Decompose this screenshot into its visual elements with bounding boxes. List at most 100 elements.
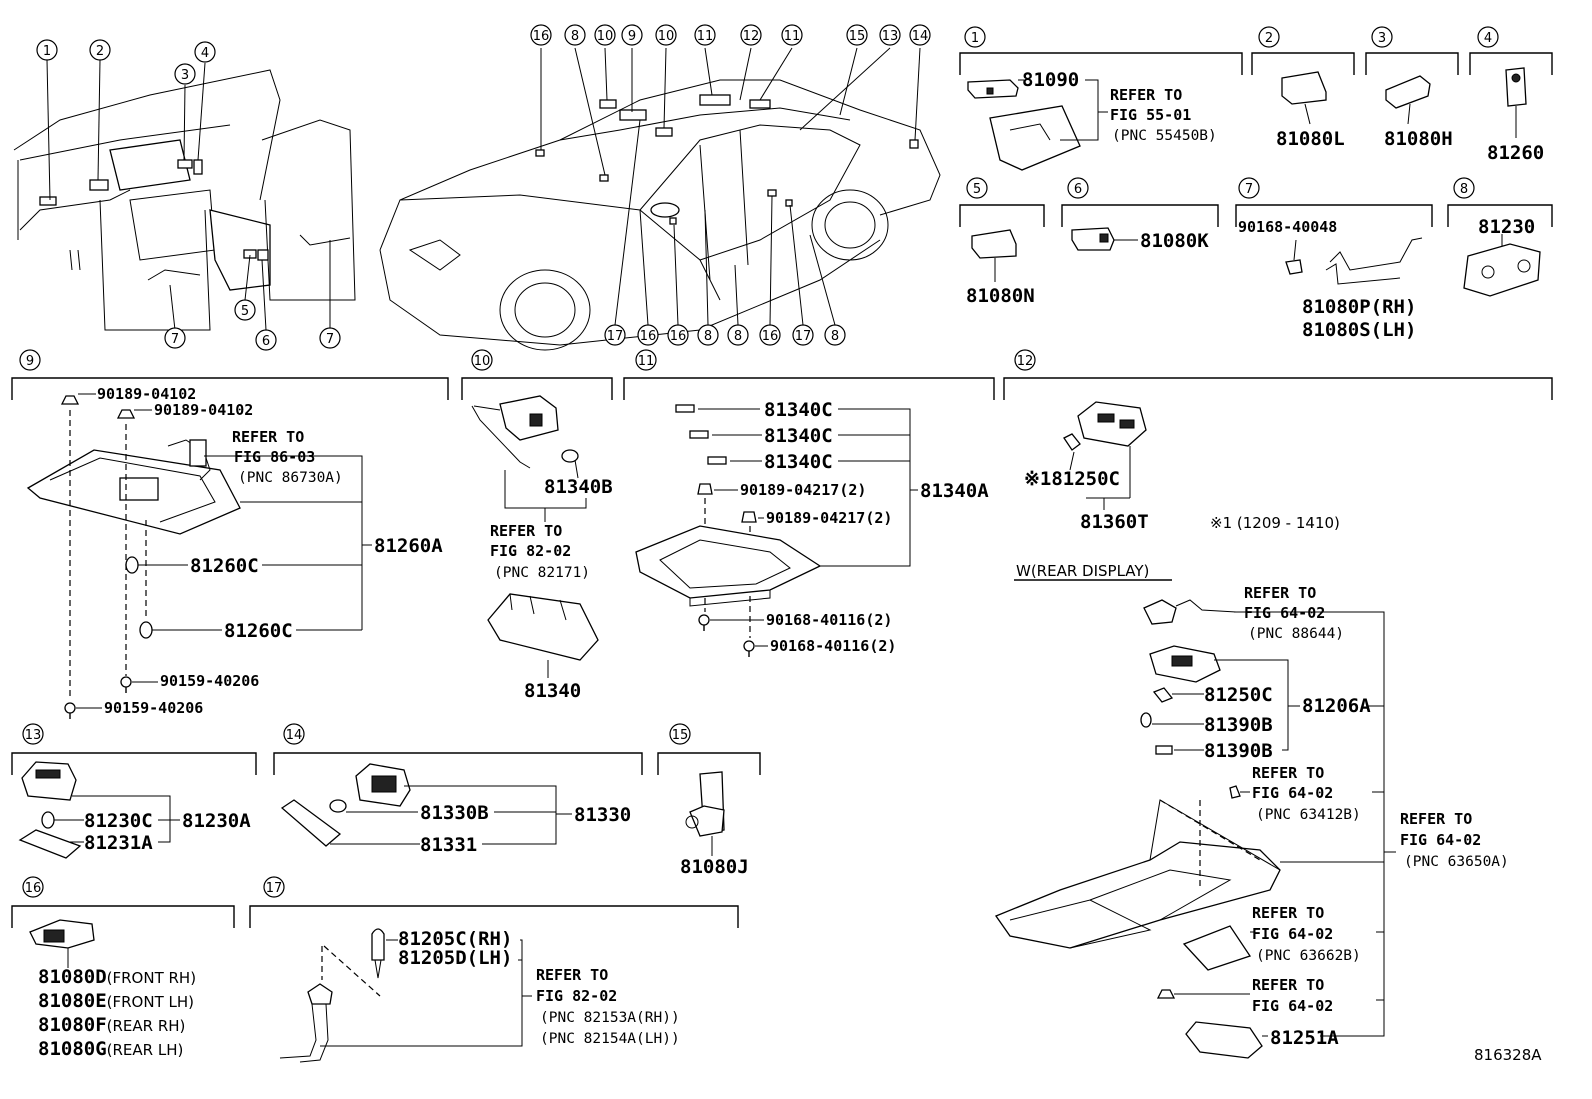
part-81090[interactable]: 81090 [1022,69,1079,91]
bulb-81250C-rear[interactable]: 81250C [1204,684,1273,706]
svg-text:16: 16 [640,329,657,344]
car-bottom-callouts: 17 16 16 8 8 16 17 8 [604,324,846,346]
bulb-81340C[interactable]: 81340C [764,425,833,447]
section-17-number: 17 [266,881,283,896]
refer-line: (PNC 82171) [494,565,590,581]
section-1 [967,79,1108,171]
bulb-81340C[interactable]: 81340C [764,451,833,473]
lens-81331[interactable]: 81331 [420,834,477,856]
part-81080P[interactable]: 81080P(RH) [1302,296,1416,318]
interior-callouts: 1 2 3 4 5 6 7 7 [36,39,341,351]
refer-line: (PNC 63412B) [1256,807,1361,823]
svg-text:13: 13 [882,29,899,44]
part-81080F[interactable]: 81080F(REAR RH) [38,1014,185,1036]
refer-line: (PNC 55450B) [1112,128,1217,144]
part-81206A[interactable]: 81206A [1302,695,1371,717]
svg-text:8: 8 [831,329,839,344]
svg-text:17: 17 [795,329,812,344]
bulb-81205D[interactable]: 81205D(LH) [398,947,512,969]
svg-text:10: 10 [597,29,614,44]
callout-3: 3 [181,68,189,83]
bulb-81260C[interactable]: 81260C [224,620,293,642]
screw-90159-40206[interactable]: 90159-40206 [160,672,259,690]
callout-7b: 7 [326,332,334,347]
section-10-number: 10 [474,354,491,369]
section-8-number: 8 [1460,182,1468,197]
bulb-81250C[interactable]: ※181250C [1024,468,1120,490]
part-81330[interactable]: 81330 [574,804,631,826]
refer-line: (PNC 82153A(RH)) [540,1010,680,1026]
refer-line: FIG 64-02 [1252,925,1333,943]
part-81080D[interactable]: 81080D(FRONT RH) [38,966,196,988]
part-81360T[interactable]: 81360T [1080,511,1149,533]
bulb-81340C[interactable]: 81340C [764,399,833,421]
clip-90189-04102[interactable]: 90189-04102 [97,385,196,403]
section-7-number: 7 [1245,182,1253,197]
section-10 [471,395,599,678]
clip-90189-04102[interactable]: 90189-04102 [154,401,253,419]
callout-7a: 7 [171,332,179,347]
section-14-number: 14 [286,728,303,743]
clip-90189-04217[interactable]: 90189-04217(2) [766,509,892,527]
section-9 [26,393,372,719]
part-81080J[interactable]: 81080J [680,856,749,878]
refer-line: FIG 55-01 [1110,106,1191,124]
part-81080H[interactable]: 81080H [1384,128,1453,150]
overview-leaders [46,47,921,331]
bulb-81390B[interactable]: 81390B [1204,714,1273,736]
svg-text:16: 16 [670,329,687,344]
section-13-number: 13 [25,728,42,743]
part-81080S[interactable]: 81080S(LH) [1302,319,1416,341]
bulb-81205C[interactable]: 81205C(RH) [398,928,512,950]
part-81230A[interactable]: 81230A [182,810,251,832]
callout-4: 4 [201,46,209,61]
section-9-number: 9 [26,354,34,369]
part-81260[interactable]: 81260 [1487,142,1544,164]
bulb-81230C[interactable]: 81230C [84,810,153,832]
part-81251A[interactable]: 81251A [1270,1027,1339,1049]
screw-90168-40116[interactable]: 90168-40116(2) [770,637,896,655]
refer-line: FIG 64-02 [1244,604,1325,622]
part-81080G[interactable]: 81080G(REAR LH) [38,1038,183,1060]
refer-line: (PNC 63650A) [1404,854,1509,870]
svg-text:8: 8 [734,329,742,344]
variant-label: W(REAR DISPLAY) [1016,562,1149,580]
refer-line: REFER TO [536,966,608,984]
section-14 [280,763,572,847]
part-81260A[interactable]: 81260A [374,535,443,557]
refer-line: FIG 86-03 [234,448,315,466]
bulb-81260C[interactable]: 81260C [190,555,259,577]
refer-line: REFER TO [1110,86,1182,104]
section-11-number: 11 [638,354,655,369]
section-2-number: 2 [1265,31,1273,46]
part-81230[interactable]: 81230 [1478,216,1535,238]
callout-1: 1 [43,44,51,59]
section-12-number: 12 [1017,354,1034,369]
refer-line: (PNC 63662B) [1256,948,1361,964]
clip-90189-04217[interactable]: 90189-04217(2) [740,481,866,499]
screw-90168-40116[interactable]: 90168-40116(2) [766,611,892,629]
part-81080N[interactable]: 81080N [966,285,1035,307]
svg-text:8: 8 [704,329,712,344]
svg-text:11: 11 [784,29,801,44]
part-81080E[interactable]: 81080E(FRONT LH) [38,990,194,1012]
svg-text:8: 8 [571,29,579,44]
refer-line: FIG 82-02 [490,542,571,560]
lens-81231A[interactable]: 81231A [84,832,153,854]
part-81080K[interactable]: 81080K [1140,230,1209,252]
screw-90159-40206[interactable]: 90159-40206 [104,699,203,717]
screw-90168-40048[interactable]: 90168-40048 [1238,218,1337,236]
part-81340[interactable]: 81340 [524,680,581,702]
svg-text:14: 14 [912,29,929,44]
svg-text:10: 10 [658,29,675,44]
refer-line: FIG 64-02 [1400,831,1481,849]
section-6-number: 6 [1074,182,1082,197]
section-11 [635,404,918,657]
part-81340A[interactable]: 81340A [920,480,989,502]
section-17 [279,928,532,1063]
bulb-81340B[interactable]: 81340B [544,476,613,498]
bulb-81390B[interactable]: 81390B [1204,740,1273,762]
part-81080L[interactable]: 81080L [1276,128,1345,150]
bulb-81330B[interactable]: 81330B [420,802,489,824]
